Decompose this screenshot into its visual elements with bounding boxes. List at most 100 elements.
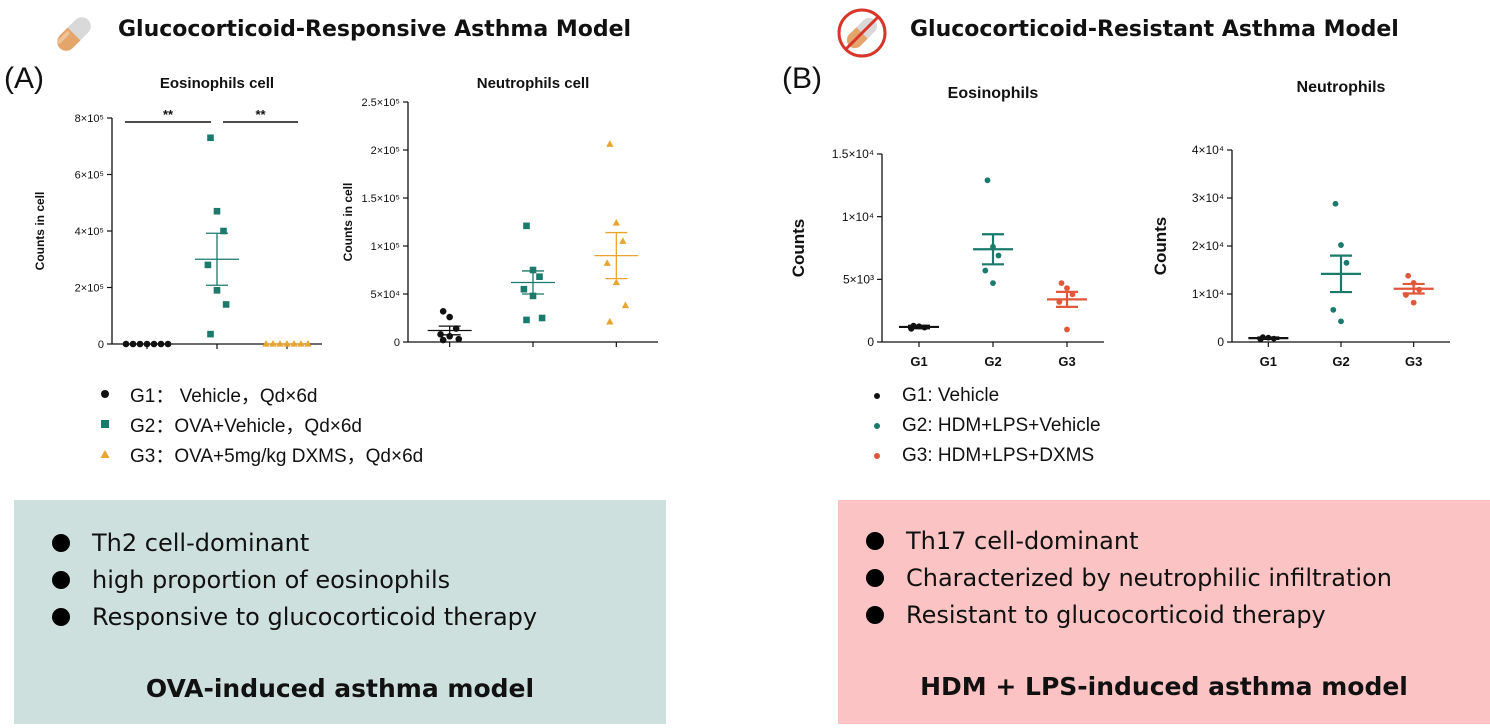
bullet-item: Characterized by neutrophilic infiltrati… bbox=[866, 559, 1462, 596]
y-tick-label: 0 bbox=[867, 335, 874, 349]
chart-title: Neutrophils bbox=[1297, 79, 1386, 96]
data-point bbox=[290, 340, 298, 347]
data-point bbox=[1332, 200, 1339, 207]
dot-marker-icon bbox=[866, 421, 888, 431]
data-point bbox=[1410, 299, 1417, 306]
dot-marker-icon bbox=[866, 451, 888, 461]
significance-label: ** bbox=[255, 107, 266, 122]
series-group bbox=[1047, 280, 1087, 333]
x-tick-label: G1 bbox=[1260, 354, 1277, 369]
y-tick-label: 2.5×10⁵ bbox=[361, 97, 400, 109]
triangle-marker-icon bbox=[94, 448, 116, 460]
panel-a-bullet-list: Th2 cell-dominant high proportion of eos… bbox=[52, 524, 638, 635]
legend-item-g1: G1： Vehicle，Qd×6d bbox=[94, 379, 423, 409]
bullet-item: Resistant to glucocorticoid therapy bbox=[866, 596, 1462, 633]
data-point bbox=[1058, 280, 1065, 286]
series-group bbox=[899, 322, 939, 332]
bullet-icon bbox=[52, 570, 70, 589]
series-group bbox=[1393, 272, 1434, 306]
data-point bbox=[1330, 306, 1337, 313]
y-axis-label: Counts in cell bbox=[341, 183, 355, 262]
y-tick-label: 1×10⁴ bbox=[1192, 287, 1224, 301]
data-point bbox=[207, 134, 214, 142]
data-point bbox=[1405, 272, 1412, 279]
y-tick-label: 0 bbox=[1217, 335, 1224, 349]
series-group bbox=[427, 307, 472, 344]
bullet-icon bbox=[866, 531, 884, 550]
legend-label: G2: HDM+LPS+Vehicle bbox=[902, 415, 1101, 436]
data-point bbox=[982, 267, 989, 274]
legend-item-g3: G3: HDM+LPS+DXMS bbox=[866, 441, 1101, 471]
legend-item-g1: G1: Vehicle bbox=[866, 381, 1101, 411]
data-point bbox=[1343, 259, 1350, 266]
data-point bbox=[1064, 326, 1070, 333]
data-point bbox=[269, 340, 277, 347]
legend-label: G1： Vehicle，Qd×6d bbox=[130, 385, 318, 407]
bullet-item: Responsive to glucocorticoid therapy bbox=[52, 598, 638, 635]
legend-item-g2: G2：OVA+Vehicle，Qd×6d bbox=[94, 409, 423, 439]
circle-marker-icon bbox=[94, 388, 116, 400]
data-point bbox=[213, 207, 221, 215]
legend-label: G3: HDM+LPS+DXMS bbox=[902, 445, 1095, 466]
data-point bbox=[297, 340, 305, 347]
dot-marker-icon bbox=[866, 391, 888, 401]
data-point bbox=[276, 340, 284, 347]
data-point bbox=[529, 292, 537, 300]
bullet-item: Th17 cell-dominant bbox=[866, 522, 1462, 559]
data-point bbox=[1338, 242, 1344, 248]
x-tick-label: G3 bbox=[1058, 354, 1075, 369]
bullet-icon bbox=[866, 568, 884, 587]
data-point bbox=[204, 261, 212, 269]
series-group bbox=[594, 140, 639, 325]
bullet-icon bbox=[52, 607, 70, 626]
series-group bbox=[511, 222, 555, 324]
y-tick-label: 2×10⁵ bbox=[75, 282, 104, 294]
panel-b-label: (B) bbox=[782, 62, 822, 95]
bullet-item: high proportion of eosinophils bbox=[52, 561, 638, 598]
legend-item-g2: G2: HDM+LPS+Vehicle bbox=[866, 411, 1101, 441]
capsule-icon bbox=[50, 10, 98, 58]
data-point bbox=[520, 285, 528, 293]
data-point bbox=[446, 313, 453, 321]
panel-a-title: Glucocorticoid-Responsive Asthma Model bbox=[118, 17, 632, 42]
data-point bbox=[220, 227, 227, 235]
panel-a-legend: G1： Vehicle，Qd×6d G2：OVA+Vehicle，Qd×6d G… bbox=[94, 379, 423, 469]
y-tick-label: 2×10⁴ bbox=[1192, 239, 1224, 253]
bullet-icon bbox=[52, 533, 70, 552]
legend-label: G3：OVA+5mg/kg DXMS，Qd×6d bbox=[130, 445, 424, 467]
series-group bbox=[195, 134, 239, 338]
data-point bbox=[283, 340, 291, 347]
panel-a-summary-box: Th2 cell-dominant high proportion of eos… bbox=[14, 500, 666, 724]
y-tick-label: 1×10⁵ bbox=[371, 241, 400, 253]
y-tick-label: 1×10⁴ bbox=[842, 210, 874, 224]
data-point bbox=[990, 280, 996, 286]
data-point bbox=[1064, 285, 1070, 292]
data-point bbox=[612, 219, 620, 226]
series-group bbox=[262, 340, 312, 347]
panel-b-model-name: HDM + LPS-induced asthma model bbox=[920, 672, 1408, 701]
y-tick-label: 5×10³ bbox=[843, 273, 874, 287]
panel-a-model-name: OVA-induced asthma model bbox=[145, 674, 535, 703]
chart-title: Eosinophils bbox=[948, 85, 1039, 102]
data-point bbox=[213, 287, 221, 294]
panel-b-title: Glucocorticoid-Resistant Asthma Model bbox=[910, 17, 1399, 42]
data-point bbox=[621, 301, 630, 309]
data-point bbox=[606, 140, 614, 147]
y-tick-label: 4×10⁴ bbox=[1192, 143, 1224, 157]
data-point bbox=[455, 335, 463, 343]
data-point bbox=[529, 266, 537, 274]
bullet-item: Th2 cell-dominant bbox=[52, 524, 638, 561]
y-tick-label: 1.5×10⁵ bbox=[361, 193, 400, 205]
series-group bbox=[122, 340, 172, 348]
significance-label: ** bbox=[163, 107, 174, 122]
x-tick-label: G3 bbox=[1405, 354, 1422, 369]
y-tick-label: 6×10⁵ bbox=[75, 169, 104, 181]
panel-b-bullet-list: Th17 cell-dominant Characterized by neut… bbox=[866, 522, 1462, 633]
y-tick-label: 2×10⁵ bbox=[371, 145, 400, 157]
no-capsule-icon bbox=[836, 7, 888, 59]
data-point bbox=[612, 278, 620, 286]
legend-label: G2：OVA+Vehicle，Qd×6d bbox=[130, 415, 362, 437]
